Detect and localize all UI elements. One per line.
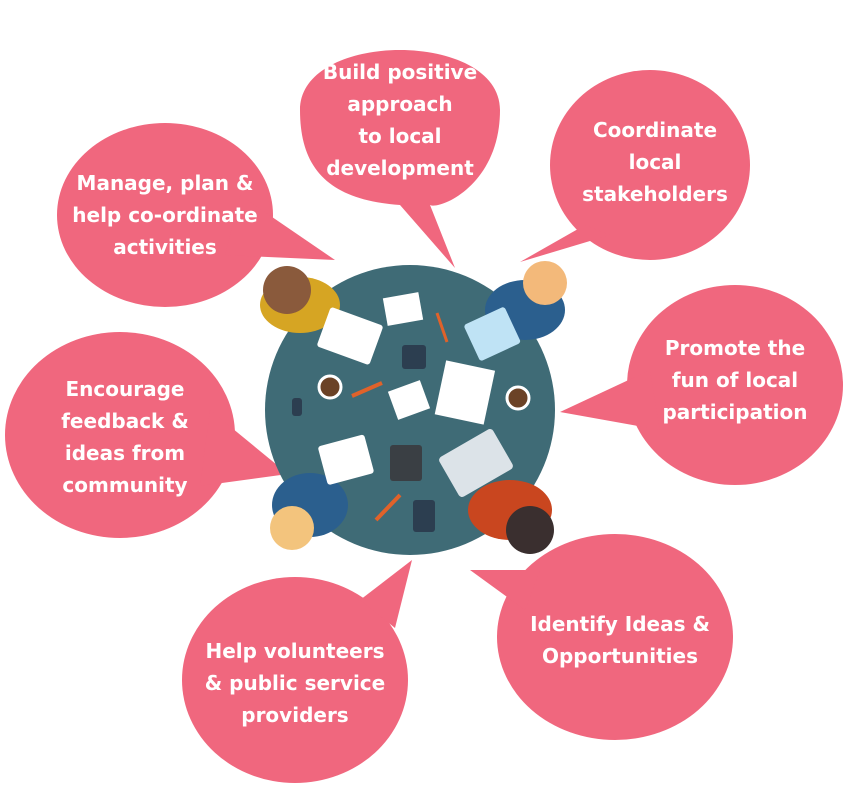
bubble-text-promote: Promote the fun of local participation: [662, 336, 808, 424]
bubble-coordinate: [520, 70, 750, 262]
bubble-promote: [560, 285, 843, 485]
person-bottom-right: [439, 429, 554, 554]
bubble-help: [182, 560, 412, 783]
bubble-manage: [57, 123, 335, 307]
coffee-cup-icon: [317, 374, 343, 400]
meeting-table-illustration: [260, 261, 567, 555]
bubble-encourage: [5, 332, 288, 538]
bubble-text-manage: Manage, plan & help co-ordinate activiti…: [72, 171, 258, 259]
tablet-icon: [413, 500, 435, 532]
bubble-text-encourage: Encourage feedback & ideas from communit…: [61, 377, 189, 497]
calculator-icon: [390, 445, 422, 481]
bubble-text-identify: Identify Ideas & Opportunities: [530, 612, 710, 668]
glasses-icon: [292, 398, 302, 416]
coffee-cup-icon: [505, 385, 531, 411]
bubble-text-coordinate: Coordinate local stakeholders: [582, 118, 728, 206]
bubble-text-build: Build positive approach to local develop…: [322, 60, 478, 180]
person-top-right: [464, 261, 567, 361]
person-top-left: [260, 266, 383, 365]
pencil-icon: [435, 312, 449, 343]
bubble-build: [300, 50, 500, 268]
pencil-icon: [351, 381, 383, 398]
paper-icon: [382, 292, 424, 326]
person-bottom-left: [270, 434, 374, 550]
phone-icon: [402, 345, 426, 369]
bubble-text-help: Help volunteers & public service provide…: [204, 639, 386, 727]
note-icon: [387, 380, 431, 420]
document-icon: [434, 360, 496, 425]
bubble-identify: [470, 534, 733, 740]
pencil-icon: [374, 493, 402, 522]
